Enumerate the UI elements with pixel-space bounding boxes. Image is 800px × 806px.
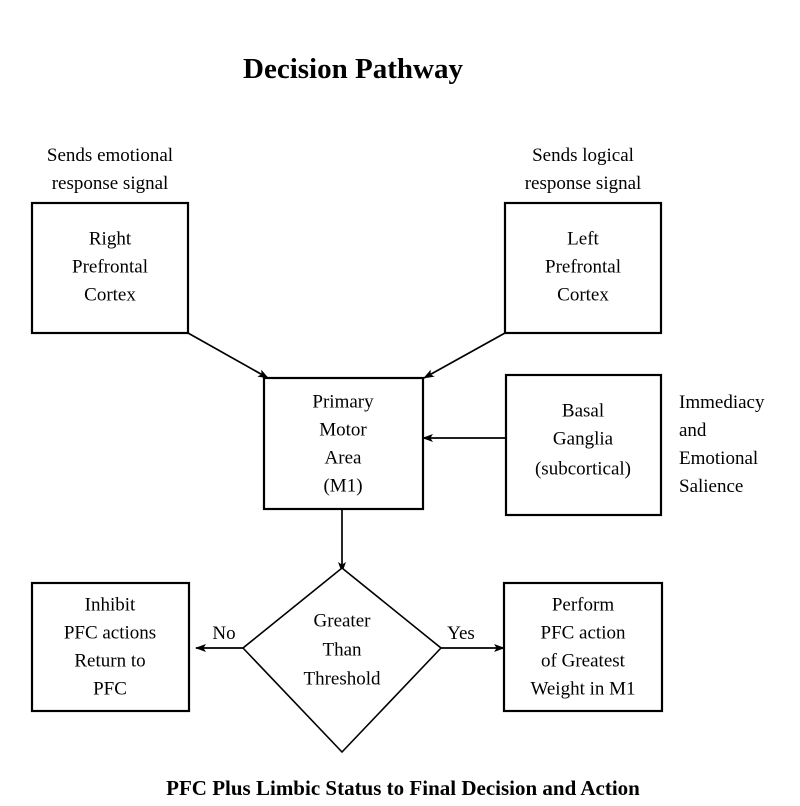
edge-left-pfc-to-m1 xyxy=(423,332,506,379)
node-perform-pfc-action-line3: of Greatest xyxy=(541,650,626,671)
node-left-prefrontal-cortex-line1: Left xyxy=(567,228,599,249)
node-threshold-decision-diamond[interactable] xyxy=(241,566,443,754)
node-inhibit-pfc[interactable]: Inhibit PFC actions Return to PFC xyxy=(30,581,191,713)
node-threshold-decision-line1: Greater xyxy=(314,610,372,631)
node-left-prefrontal-cortex-line3: Cortex xyxy=(557,284,609,305)
node-inhibit-pfc-line3: Return to xyxy=(74,650,145,671)
page-title: Decision Pathway xyxy=(243,53,463,85)
node-inhibit-pfc-line4: PFC xyxy=(93,678,127,699)
node-right-prefrontal-cortex-line3: Cortex xyxy=(84,284,136,305)
node-primary-motor-area-box[interactable] xyxy=(262,376,425,511)
edge-label-no: No xyxy=(212,623,235,644)
edge-right-pfc-to-m1 xyxy=(187,332,269,379)
node-primary-motor-area-line2: Motor xyxy=(319,419,367,440)
annotation-emotional-signal-line1: Sends emotional xyxy=(47,145,173,166)
node-right-prefrontal-cortex-line2: Prefrontal xyxy=(72,256,148,277)
annotation-logical-signal: Sends logical response signal xyxy=(525,145,642,194)
annotation-salience-line3: Emotional xyxy=(679,448,758,469)
node-inhibit-pfc-line1: Inhibit xyxy=(85,594,136,615)
node-primary-motor-area-line1: Primary xyxy=(312,391,374,412)
node-left-prefrontal-cortex-line2: Prefrontal xyxy=(545,256,621,277)
annotation-logical-signal-line1: Sends logical xyxy=(532,145,634,166)
node-primary-motor-area[interactable]: Primary Motor Area (M1) xyxy=(262,376,425,511)
annotation-salience-line2: and xyxy=(679,420,707,441)
node-basal-ganglia-line3: (subcortical) xyxy=(535,458,631,479)
node-inhibit-pfc-line2: PFC actions xyxy=(64,622,156,643)
node-left-prefrontal-cortex-box[interactable] xyxy=(503,201,663,335)
edge-threshold-to-inhibit: No xyxy=(195,623,243,652)
node-perform-pfc-action-line2: PFC action xyxy=(541,622,626,643)
node-perform-pfc-action-box[interactable] xyxy=(502,581,664,713)
node-primary-motor-area-line3: Area xyxy=(325,447,362,468)
node-primary-motor-area-line4: (M1) xyxy=(323,475,362,496)
node-right-prefrontal-cortex-line1: Right xyxy=(89,228,132,249)
node-perform-pfc-action-line4: Weight in M1 xyxy=(530,678,635,699)
edge-threshold-to-perform: Yes xyxy=(441,623,505,652)
annotation-emotional-signal-line2: response signal xyxy=(52,173,169,194)
node-threshold-decision-line2: Than xyxy=(322,639,362,660)
node-inhibit-pfc-box[interactable] xyxy=(30,581,191,713)
node-basal-ganglia-line1: Basal xyxy=(562,400,604,421)
node-perform-pfc-action[interactable]: Perform PFC action of Greatest Weight in… xyxy=(502,581,664,713)
node-threshold-decision-line3: Threshold xyxy=(303,668,381,689)
annotation-salience-line4: Salience xyxy=(679,476,743,497)
annotation-salience: Immediacy and Emotional Salience xyxy=(679,392,765,497)
node-right-prefrontal-cortex-box[interactable] xyxy=(30,201,190,335)
node-basal-ganglia[interactable]: Basal Ganglia (subcortical) xyxy=(504,373,663,517)
figure-caption: PFC Plus Limbic Status to Final Decision… xyxy=(166,776,640,800)
annotation-logical-signal-line2: response signal xyxy=(525,173,642,194)
node-basal-ganglia-line2: Ganglia xyxy=(553,428,614,449)
node-left-prefrontal-cortex[interactable]: Left Prefrontal Cortex xyxy=(503,201,663,335)
node-right-prefrontal-cortex[interactable]: Right Prefrontal Cortex xyxy=(30,201,190,335)
edge-label-yes: Yes xyxy=(447,623,475,644)
node-threshold-decision[interactable]: Greater Than Threshold xyxy=(241,566,443,754)
annotation-salience-line1: Immediacy xyxy=(679,392,765,413)
node-basal-ganglia-box[interactable] xyxy=(504,373,663,517)
node-perform-pfc-action-line1: Perform xyxy=(552,594,614,615)
annotation-emotional-signal: Sends emotional response signal xyxy=(47,145,173,194)
